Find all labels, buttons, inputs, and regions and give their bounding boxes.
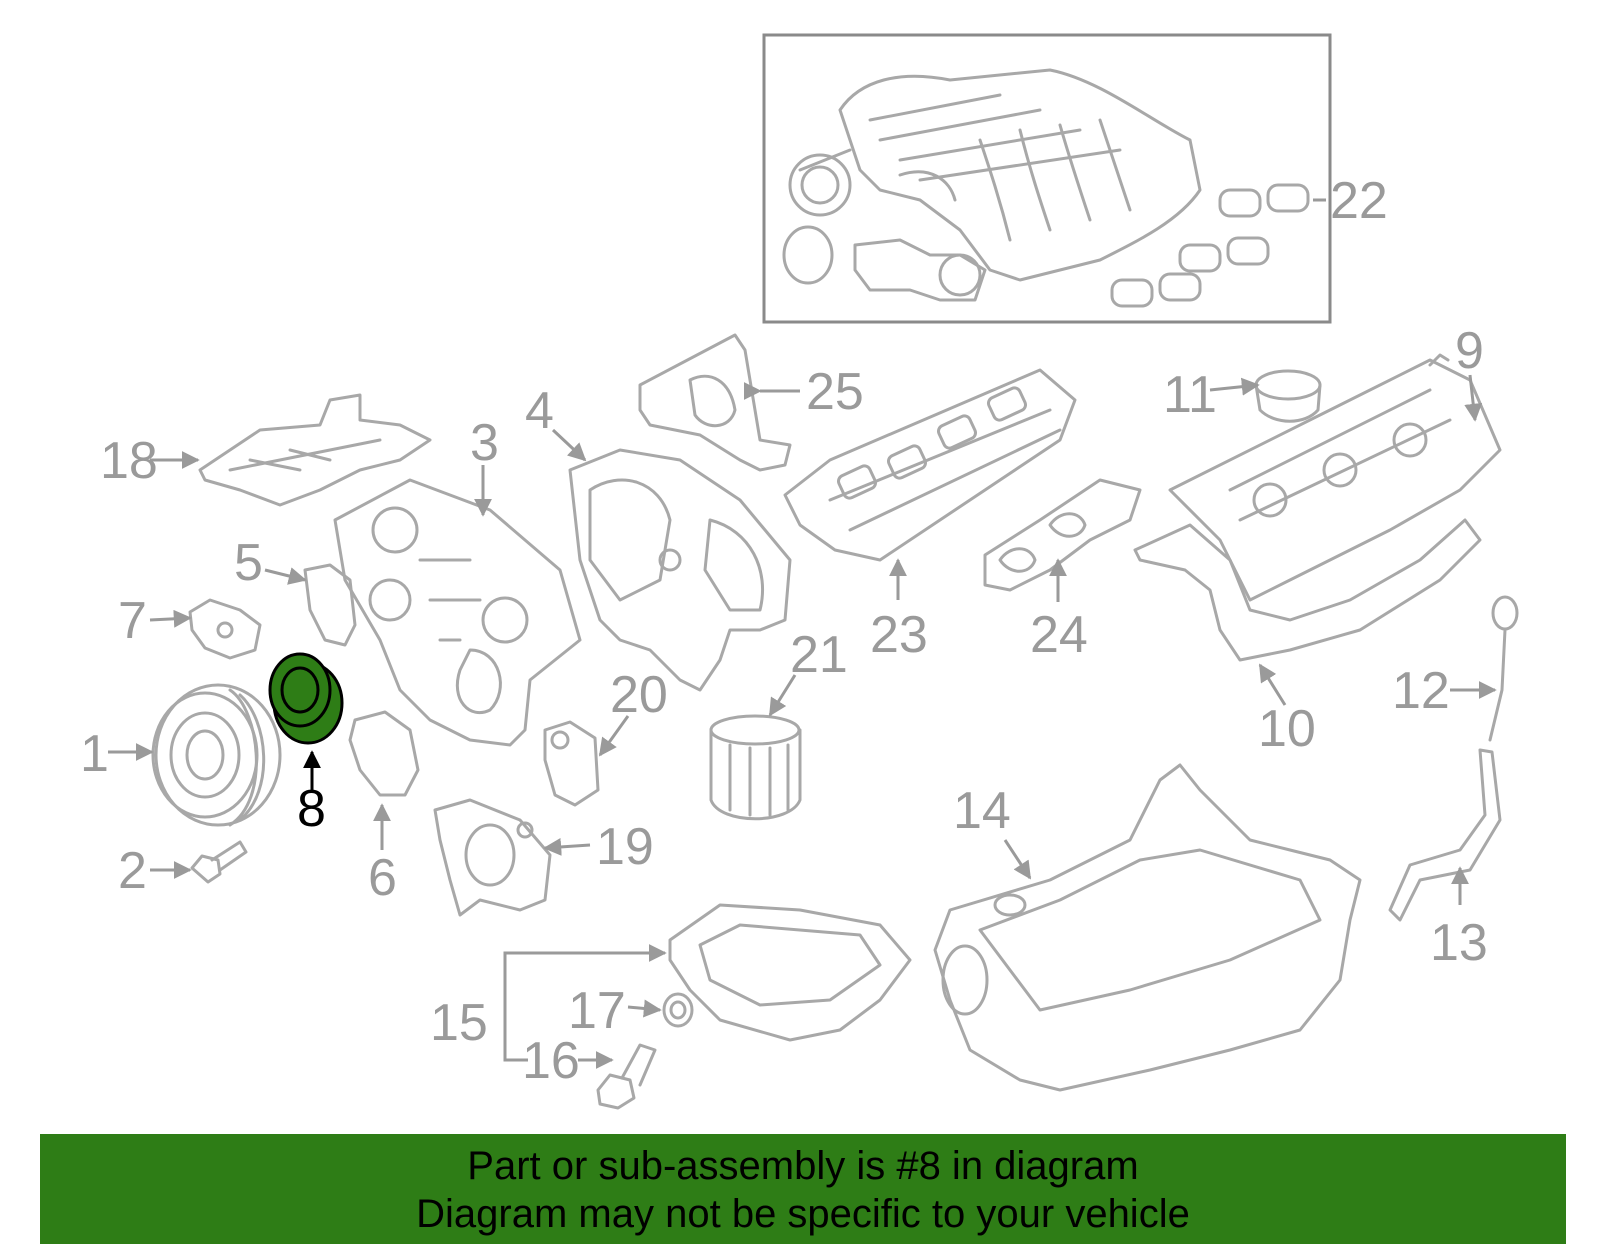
part-11-oil-filler-cap[interactable] <box>1254 369 1322 423</box>
label-22: 22 <box>1330 172 1388 230</box>
label-19: 19 <box>596 818 654 876</box>
label-6: 6 <box>368 849 397 907</box>
part-18-heat-shield[interactable] <box>198 393 432 507</box>
label-5: 5 <box>234 534 263 592</box>
part-25-gasket-cover[interactable] <box>638 333 792 472</box>
part-24-manifold-gasket[interactable] <box>983 478 1142 592</box>
part-10-valve-cover-gasket[interactable] <box>1133 518 1482 662</box>
label-25: 25 <box>806 363 864 421</box>
info-banner: Part or sub-assembly is #8 in diagram Di… <box>40 1134 1566 1244</box>
part-17-drain-plug-washer[interactable] <box>662 992 694 1028</box>
label-20: 20 <box>610 666 668 724</box>
label-2: 2 <box>118 842 147 900</box>
part-5-gasket[interactable] <box>303 563 357 647</box>
part-19-oil-pump[interactable] <box>433 798 552 917</box>
label-21: 21 <box>790 626 848 684</box>
label-14: 14 <box>953 782 1011 840</box>
label-1: 1 <box>80 725 109 783</box>
banner-line-2: Diagram may not be specific to your vehi… <box>416 1192 1190 1236</box>
banner-background <box>40 1134 1566 1244</box>
part-21-oil-filter[interactable] <box>709 714 802 821</box>
part-15-lower-oil-pan[interactable] <box>668 903 912 1042</box>
part-9-valve-cover[interactable] <box>1168 353 1502 602</box>
label-8: 8 <box>297 780 326 838</box>
part-3-timing-cover[interactable] <box>333 478 582 747</box>
part-6-gasket[interactable] <box>348 710 420 797</box>
label-18: 18 <box>100 432 158 490</box>
intake-manifold-inset-box <box>762 33 1332 324</box>
part-8-crankshaft-oil-seal[interactable] <box>268 652 344 745</box>
part-20-oil-cooler[interactable] <box>543 720 600 807</box>
part-14-upper-oil-pan[interactable] <box>933 763 1362 1092</box>
label-10: 10 <box>1258 700 1316 758</box>
label-24: 24 <box>1030 606 1088 664</box>
part-7-bracket[interactable] <box>188 598 262 660</box>
label-13: 13 <box>1430 914 1488 972</box>
part-12-oil-dipstick[interactable] <box>1488 595 1519 742</box>
label-16: 16 <box>522 1032 580 1090</box>
part-23-lower-intake-manifold[interactable] <box>783 368 1077 562</box>
label-3: 3 <box>470 414 499 472</box>
part-16-drain-plug[interactable] <box>596 1043 657 1110</box>
part-2-pulley-bolt[interactable] <box>190 840 248 884</box>
part-1-crankshaft-pulley[interactable] <box>151 683 282 827</box>
label-4: 4 <box>525 382 554 440</box>
label-12: 12 <box>1392 662 1450 720</box>
label-9: 9 <box>1455 322 1484 380</box>
label-17: 17 <box>568 982 626 1040</box>
label-15: 15 <box>430 994 488 1052</box>
label-11: 11 <box>1163 366 1217 424</box>
part-13-dipstick-tube[interactable] <box>1388 748 1502 922</box>
banner-line-1: Part or sub-assembly is #8 in diagram <box>467 1144 1139 1188</box>
label-23: 23 <box>870 606 928 664</box>
part-22-intake-manifold[interactable] <box>782 68 1310 308</box>
part-4-front-cover[interactable] <box>568 448 792 692</box>
label-7: 7 <box>118 592 147 650</box>
